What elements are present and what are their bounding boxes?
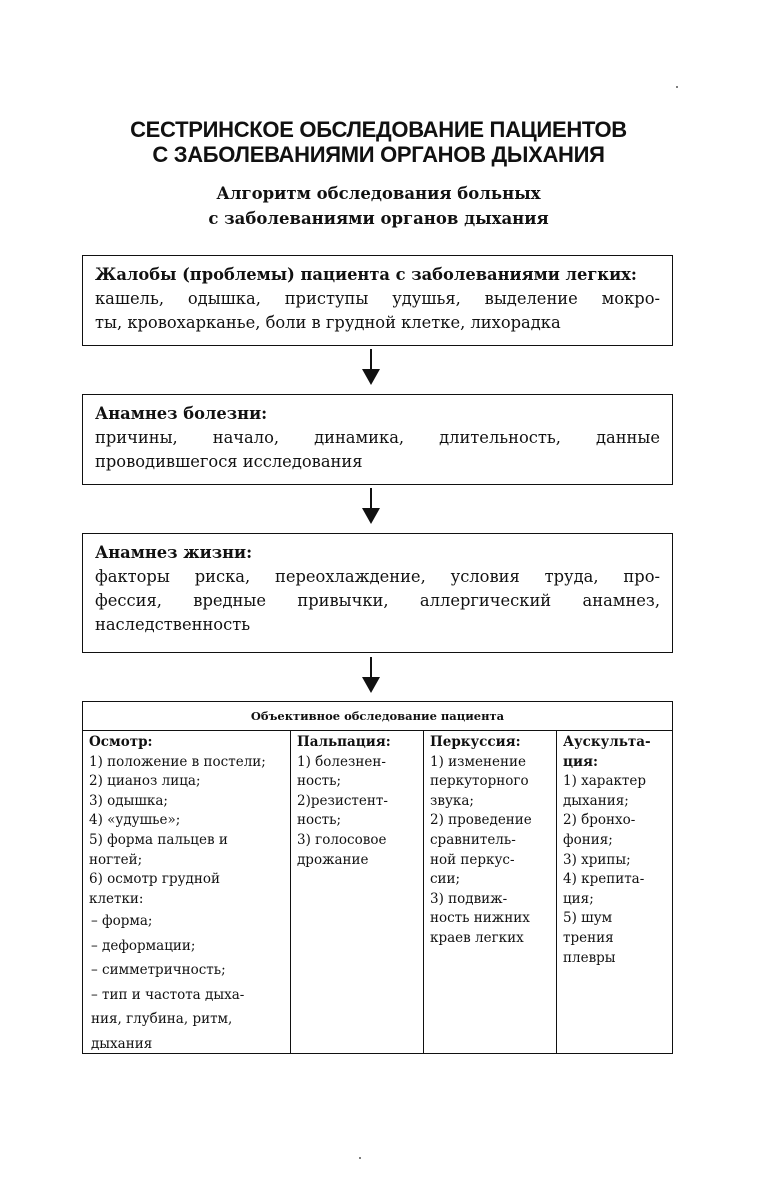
flow-arrow-down-icon <box>362 349 380 385</box>
exam-item: 2) цианоз лица; <box>89 773 201 790</box>
exam-column-heading: Пальпация: <box>297 734 391 750</box>
exam-item: сравнитель- <box>430 831 516 848</box>
subtitle-line: с заболеваниями органов дыхания <box>208 209 549 228</box>
exam-column-auscultation: Аускульта- ция: 1) характер дыхания; 2) … <box>556 731 672 1053</box>
exam-item: 1) изменение <box>430 753 526 770</box>
exam-table-title: Объективное обследование пациента <box>83 702 672 731</box>
exam-item: 1) болезнен- <box>297 753 386 770</box>
exam-item: ногтей; <box>89 851 143 868</box>
complaints-line: ты, кровохарканье, боли в грудной клетке… <box>95 313 561 332</box>
exam-item: дыхания; <box>563 792 629 809</box>
exam-item: звука; <box>430 792 474 809</box>
disease-history-line: проводившегося исследования <box>95 452 363 471</box>
exam-item: дрожание <box>297 851 369 868</box>
objective-exam-table: Объективное обследование пациента Осмотр… <box>82 701 673 1054</box>
exam-column-heading: Осмотр: <box>89 734 153 750</box>
disease-history-box: Анамнез болезни: причины, начало, динами… <box>82 394 673 485</box>
page-title-line: СЕСТРИНСКОЕ ОБСЛЕДОВАНИЕ ПАЦИЕНТОВ <box>130 117 627 142</box>
exam-subitem: – симметричность; <box>91 962 226 979</box>
complaints-heading: Жалобы (проблемы) пациента с заболевания… <box>95 265 637 284</box>
page-speck <box>676 86 678 88</box>
exam-column-percussion: Перкуссия: 1) изменение перкуторного зву… <box>423 731 556 1053</box>
exam-item: 3) подвиж- <box>430 890 508 907</box>
exam-column-heading: ция: <box>563 753 598 770</box>
exam-item: ность нижних <box>430 910 530 927</box>
complaints-box: Жалобы (проблемы) пациента с заболевания… <box>82 255 673 346</box>
page-speck <box>359 1157 361 1159</box>
exam-subitem: – деформации; <box>91 937 196 954</box>
subtitle-line: Алгоритм обследования больных <box>216 184 541 203</box>
flow-arrow-down-icon <box>362 488 380 524</box>
life-history-heading: Анамнез жизни: <box>95 543 253 562</box>
exam-item: плевры <box>563 949 616 966</box>
exam-item: 6) осмотр грудной <box>89 871 220 888</box>
exam-item: ность; <box>297 812 342 829</box>
exam-item: сии; <box>430 871 461 888</box>
exam-subitem: дыхания <box>91 1035 153 1052</box>
exam-item: краев легких <box>430 929 524 946</box>
exam-item: 5) форма пальцев и <box>89 831 228 848</box>
exam-column-heading: Аускульта- <box>563 734 651 750</box>
exam-item: ция; <box>563 890 594 907</box>
page-title-line: С ЗАБОЛЕВАНИЯМИ ОРГАНОВ ДЫХАНИЯ <box>152 142 605 167</box>
exam-subitem: – форма; <box>91 913 153 930</box>
exam-item: 1) положение в постели; <box>89 753 266 770</box>
exam-item: ность; <box>297 773 342 790</box>
exam-column-palpation: Пальпация: 1) болезнен- ность; 2)резисте… <box>290 731 423 1053</box>
disease-history-heading: Анамнез болезни: <box>95 404 268 423</box>
exam-item: клетки: <box>89 890 144 907</box>
exam-item: 2) проведение <box>430 812 532 829</box>
exam-item: 3) голосовое <box>297 831 387 848</box>
exam-column-inspection: Осмотр: 1) положение в постели; 2) циано… <box>83 731 290 1053</box>
exam-subitem: ния, глубина, ритм, <box>91 1011 233 1028</box>
exam-item: 4) «удушье»; <box>89 812 181 829</box>
life-history-line: фессия, вредные привычки, аллергический … <box>95 591 660 610</box>
exam-subitem: – тип и частота дыха- <box>91 986 245 1003</box>
life-history-box: Анамнез жизни: факторы риска, переохлажд… <box>82 533 673 653</box>
page-title: СЕСТРИНСКОЕ ОБСЛЕДОВАНИЕ ПАЦИЕНТОВ С ЗАБ… <box>60 117 697 167</box>
exam-item: перкуторного <box>430 773 529 790</box>
flow-arrow-down-icon <box>362 657 380 693</box>
algorithm-subtitle: Алгоритм обследования больных с заболева… <box>60 181 697 231</box>
exam-item: 3) хрипы; <box>563 851 631 868</box>
exam-item: ной перкус- <box>430 851 515 868</box>
exam-item: 3) одышка; <box>89 792 168 809</box>
life-history-line: наследственность <box>95 615 251 634</box>
exam-item: 1) характер <box>563 773 647 790</box>
exam-item: 2)резистент- <box>297 792 388 809</box>
exam-column-heading: Перкуссия: <box>430 734 521 750</box>
exam-item: трения <box>563 929 614 946</box>
complaints-line: кашель, одышка, приступы удушья, выделен… <box>95 289 660 308</box>
disease-history-line: причины, начало, динамика, длительность,… <box>95 428 660 447</box>
exam-item: 2) бронхо- <box>563 812 636 829</box>
exam-item: 4) крепита- <box>563 871 645 888</box>
life-history-line: факторы риска, переохлаждение, условия т… <box>95 567 660 586</box>
exam-item: 5) шум <box>563 910 613 927</box>
exam-item: фония; <box>563 831 613 848</box>
